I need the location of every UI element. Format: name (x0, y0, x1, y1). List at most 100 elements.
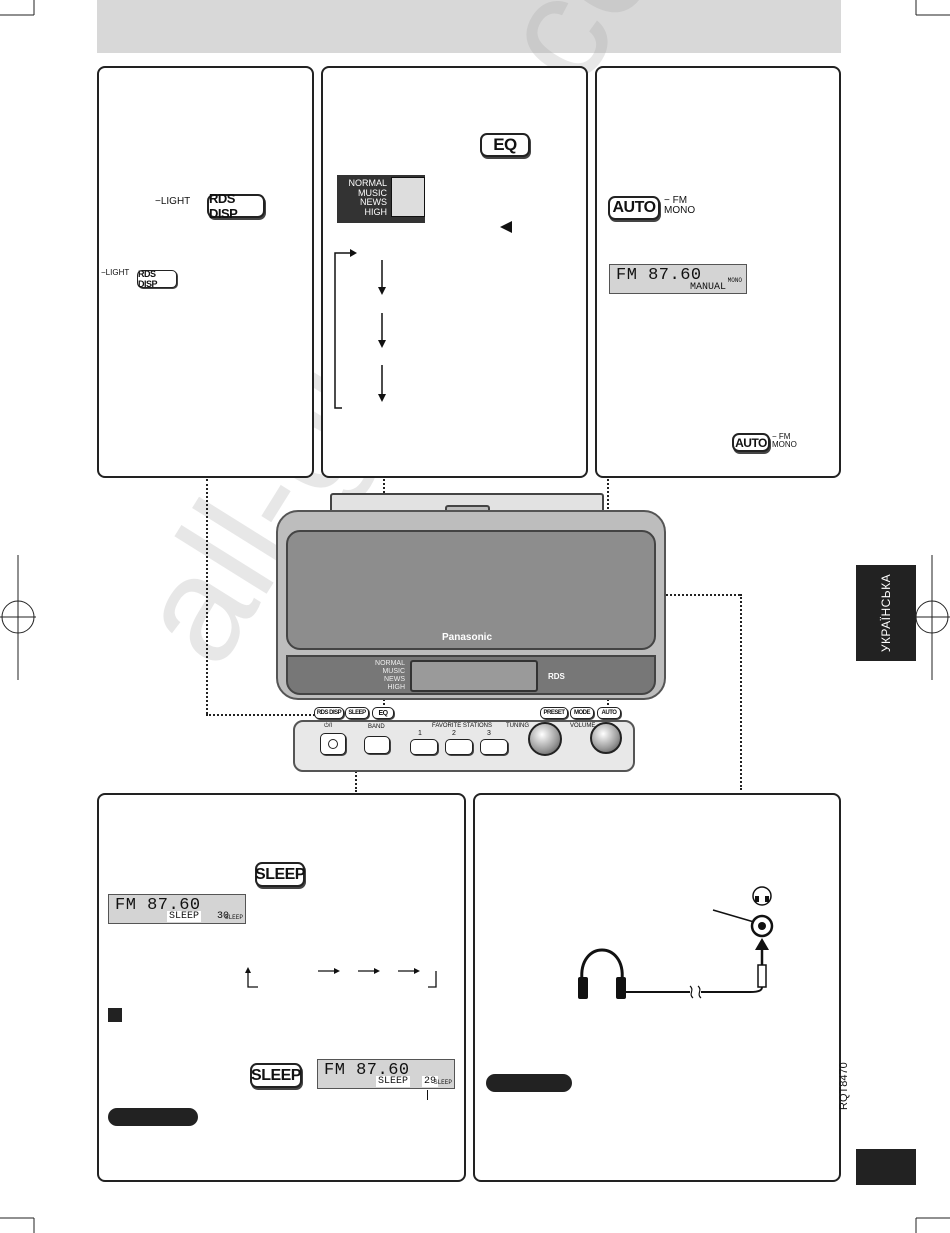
radio-eq-label: EQ (378, 709, 388, 717)
mono-label-small: MONO (772, 440, 797, 449)
eq-mode-high: HIGH (364, 206, 388, 217)
auto-label-small: AUTO (735, 435, 767, 450)
rds-disp-button[interactable]: RDS DISP (207, 191, 265, 221)
fm-display: FM 87.60 MONO MANUAL (609, 264, 747, 294)
mono-label: MONO (664, 205, 696, 216)
radio-auto-button[interactable]: AUTO (597, 707, 621, 719)
fm-mono-indicator-small: − FM MONO (772, 432, 797, 449)
connector-line (206, 714, 318, 716)
eq-indicator-window (391, 177, 425, 217)
fm-label: FM (672, 195, 688, 206)
band-button[interactable] (364, 736, 390, 754)
station-1-button[interactable] (410, 739, 438, 755)
eq-mode-normal: NORMAL (348, 178, 387, 188)
page-number-block (856, 1149, 916, 1185)
note-pill-sleep (108, 1108, 198, 1126)
eq-button[interactable]: EQ (480, 133, 530, 157)
radio-eq-high: HIGH (387, 684, 406, 691)
rds-disp-label-small: RDS DISP (138, 269, 158, 289)
panel-headphones (473, 793, 841, 1182)
volume-label: VOLUME (570, 723, 596, 729)
sleep-label-1: SLEEP (167, 911, 202, 922)
rds-disp-label: RDS DISP (209, 191, 238, 221)
fm-frequency: FM 87.60 (616, 266, 702, 285)
station-3-button[interactable] (480, 739, 508, 755)
arrow-down-icon (378, 287, 386, 295)
minutes-pointer (427, 1090, 428, 1100)
light-label: LIGHT (160, 196, 191, 207)
station-2-label: 2 (452, 730, 456, 737)
radio-eq-button[interactable]: EQ (372, 707, 394, 719)
headphones-diagram (578, 886, 774, 999)
connector-line (662, 594, 740, 596)
language-tab: УКРАЇНСЬКА (856, 565, 916, 661)
header-bar (97, 0, 841, 53)
sleep-frequency-2: FM 87.60 (324, 1061, 410, 1080)
auto-label: AUTO (612, 199, 656, 216)
eq-mode-table: NORMAL MUSIC NEWS HIGH (337, 175, 425, 223)
auto-button[interactable]: AUTO (608, 196, 660, 220)
sleep-label-2-display: SLEEP (376, 1076, 411, 1087)
panel-eq (321, 66, 588, 478)
sleep-frequency-1: FM 87.60 (115, 896, 201, 915)
station-1-label: 1 (418, 730, 422, 737)
rds-logo: RDS (548, 672, 565, 681)
step-square-icon (108, 1008, 122, 1022)
radio-mode-button[interactable]: MODE (570, 707, 594, 719)
arrow-down-icon (378, 394, 386, 402)
sleep-tag-2: SLEEP (433, 1079, 452, 1086)
sleep-button[interactable]: SLEEP (255, 862, 305, 887)
radio-eq-news: NEWS (384, 676, 405, 683)
sleep-cycle-diagram (245, 967, 437, 988)
radio-sleep-button[interactable]: SLEEP (345, 707, 369, 719)
manual-label: MANUAL (690, 282, 727, 293)
headphones-icon (578, 948, 626, 999)
fm-label-small: FM (778, 432, 791, 441)
sleep-button-2[interactable]: SLEEP (250, 1063, 302, 1088)
radio-speaker-grille (286, 530, 656, 650)
eq-mode-music: MUSIC (358, 187, 387, 198)
radio-rds-disp-button[interactable]: RDS DISP (314, 707, 344, 719)
mono-tag: MONO (727, 277, 742, 284)
station-2-button[interactable] (445, 739, 473, 755)
radio-preset-button[interactable]: PRESET (540, 707, 568, 719)
arrow-right-icon (374, 968, 380, 974)
headphone-jack-icon (750, 914, 774, 938)
panel-display-light: −LIGHT RDS DISP −LIGHT RDS DISP (97, 66, 314, 478)
power-icon (328, 739, 338, 749)
fm-mono-indicator: − FM MONO (664, 195, 696, 216)
rds-disp-button-small[interactable]: RDS DISP (137, 269, 177, 289)
sleep-display-2: FM 87.60 SLEEP 29 SLEEP (317, 1059, 455, 1089)
power-label: ⏻/I (324, 723, 333, 729)
connector-line (206, 479, 208, 714)
eq-mode-news: NEWS (360, 197, 387, 207)
tuning-knob[interactable] (528, 722, 562, 756)
favorite-stations-label: FAVORITE STATIONS (432, 723, 493, 729)
eq-cycle-diagram (334, 221, 512, 409)
auto-button-small[interactable]: AUTO (732, 433, 770, 452)
sleep-minutes-1: 30 (217, 911, 230, 922)
volume-knob[interactable] (590, 722, 622, 754)
band-label: BAND (368, 724, 385, 730)
arrow-down-icon (378, 340, 386, 348)
power-button[interactable] (320, 733, 346, 755)
sleep-label-2: SLEEP (251, 1066, 301, 1084)
eq-label: EQ (493, 135, 517, 154)
radio-sleep-label: SLEEP (348, 710, 366, 716)
eq-pointer-icon (500, 221, 512, 233)
sleep-minutes-2: 29 (422, 1076, 439, 1087)
radio-rds-disp-label: RDS DISP (316, 710, 342, 716)
brand-logo: Panasonic (442, 632, 493, 643)
sleep-display-1: FM 87.60 SLEEP 30 SLEEP (108, 894, 246, 924)
headphone-symbol-icon (752, 886, 772, 906)
radio-eq-music: MUSIC (382, 668, 405, 675)
station-3-label: 3 (487, 730, 491, 737)
radio-eq-labels: NORMAL MUSIC NEWS HIGH (360, 660, 405, 692)
light-label-small: LIGHT (105, 268, 130, 277)
arrow-right-icon (334, 968, 340, 974)
radio-auto-label: AUTO (601, 710, 617, 716)
note-pill-headphones (486, 1074, 572, 1092)
sleep-tag-1: SLEEP (224, 914, 243, 921)
radio-eq-normal: NORMAL (375, 660, 405, 667)
